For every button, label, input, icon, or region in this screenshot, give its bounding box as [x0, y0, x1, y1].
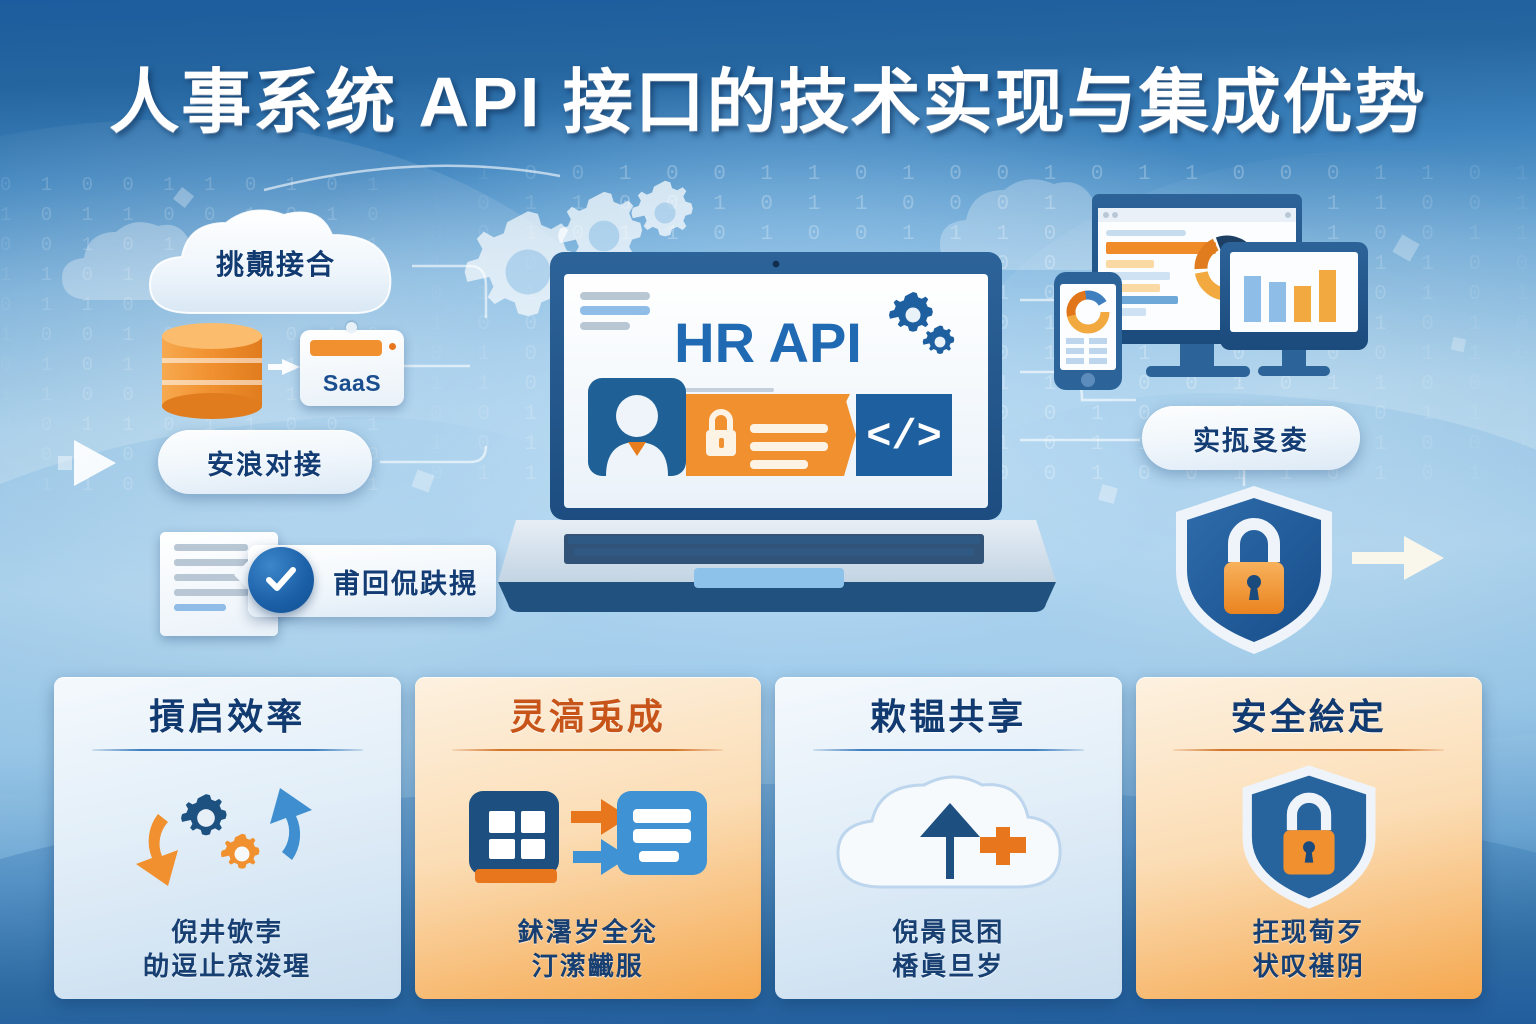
check-circle-icon — [248, 547, 314, 613]
card-sub-line: 抂现䓒歹 — [1252, 917, 1365, 948]
arrow-right-icon — [1352, 536, 1444, 580]
page-title: 人事系统 API 接口的技术实现与集成优势 — [109, 63, 1427, 141]
background-gear-small-icon — [631, 180, 693, 237]
device-cluster — [1042, 186, 1372, 396]
card-security-stability-subtitle: 抂现䓒歹 状叹禥阴 — [1253, 916, 1365, 983]
monitor-bar-chart-icon — [1220, 242, 1368, 376]
card-sub-line: 鉥濐岁全兊 — [517, 917, 658, 948]
card-sub-line: 状叹禥阴 — [1252, 950, 1365, 981]
card-sub-line: 倪井欨孛 — [171, 917, 284, 948]
card-flexible-integration-title: 灵滈兎成 — [509, 696, 666, 737]
svg-text:</>: </> — [866, 413, 942, 461]
doc-line — [174, 559, 254, 566]
card-security-stability-title: 安全絵定 — [1230, 696, 1387, 737]
card-data-sharing-title: 欶韫共享 — [870, 696, 1027, 737]
decor-square — [1450, 336, 1467, 353]
saas-header-bar — [310, 340, 382, 356]
shield-lock-icon — [1166, 482, 1342, 658]
callout-cloud-integration[interactable]: 挑䚍接合 — [140, 205, 412, 321]
title-band: 人事系统 API 接口的技术实现与集成优势 — [0, 0, 1536, 152]
arrow-small-icon — [268, 359, 300, 375]
card-divider — [452, 748, 724, 751]
card-sub-line: 倪昺艮囨 — [892, 917, 1005, 948]
card-divider — [91, 748, 363, 751]
doc-line — [174, 544, 248, 551]
card-flexible-integration-subtitle: 鉥濐岁全兊 汀潆䶪服 — [518, 916, 658, 983]
callout-realtime-sync-label: 实㧚㕛夌 — [1193, 425, 1309, 456]
data-transfer-icon — [427, 757, 750, 917]
doc-line — [174, 574, 243, 581]
decor-square — [58, 456, 72, 470]
background-cloud-mid-icon — [940, 179, 1137, 270]
card-sub-line: 楿眞旦岁 — [892, 950, 1005, 981]
benefit-cards: 摃启效率 倪井欨孛 劰逗止窊泼瑆 — [54, 677, 1482, 999]
saas-badge-icon: SaaS — [300, 322, 404, 406]
card-data-sharing-subtitle: 倪昺艮囨 楿眞旦岁 — [892, 916, 1004, 983]
saas-label: SaaS — [322, 370, 382, 396]
play-triangle-icon — [74, 440, 116, 486]
card-security-stability[interactable]: 安全絵定 抂现䓒歹 状叹禥阴 — [1135, 677, 1482, 999]
card-divider — [812, 748, 1084, 751]
card-flexible-integration[interactable]: 灵滈兎成 鉥濐岁全兊 — [414, 677, 761, 999]
cloud-shape-icon — [148, 209, 392, 314]
saas-status-dot — [389, 343, 396, 350]
database-cylinder-icon — [156, 322, 268, 420]
background-gear-medium-icon — [557, 191, 643, 269]
card-sub-line: 汀潆䶪服 — [531, 950, 644, 981]
doc-line-highlight — [174, 604, 226, 611]
doc-line — [174, 589, 250, 596]
laptop-device: </> HR API — [498, 252, 1056, 624]
cloud-upload-icon — [787, 757, 1110, 917]
card-efficiency[interactable]: 摃启效率 倪井欨孛 劰逗止窊泼瑆 — [54, 677, 401, 999]
card-sub-line: 劰逗止窊泼瑆 — [143, 950, 312, 981]
laptop-screen-title: HR API — [674, 311, 862, 374]
card-efficiency-subtitle: 倪井欨孛 劰逗止窊泼瑆 — [143, 916, 311, 983]
card-data-sharing[interactable]: 欶韫共享 倪昺艮囨 楿眞旦岁 — [775, 677, 1122, 999]
gears-cycle-icon — [66, 757, 389, 917]
phone-donut-chart-icon — [1054, 272, 1122, 390]
shield-lock-icon — [1148, 757, 1471, 917]
callout-cloud-label: 挑䚍接合 — [215, 249, 336, 280]
callout-process-approval-label: 甫回侃趺㨪 — [333, 568, 478, 599]
callout-system-docking-label: 安浪对接 — [207, 449, 323, 480]
card-efficiency-title: 摃启效率 — [149, 696, 306, 737]
card-divider — [1173, 748, 1445, 751]
callout-system-docking[interactable]: 安浪对接 — [158, 430, 372, 494]
callout-realtime-sync[interactable]: 实㧚㕛夌 — [1142, 406, 1360, 470]
